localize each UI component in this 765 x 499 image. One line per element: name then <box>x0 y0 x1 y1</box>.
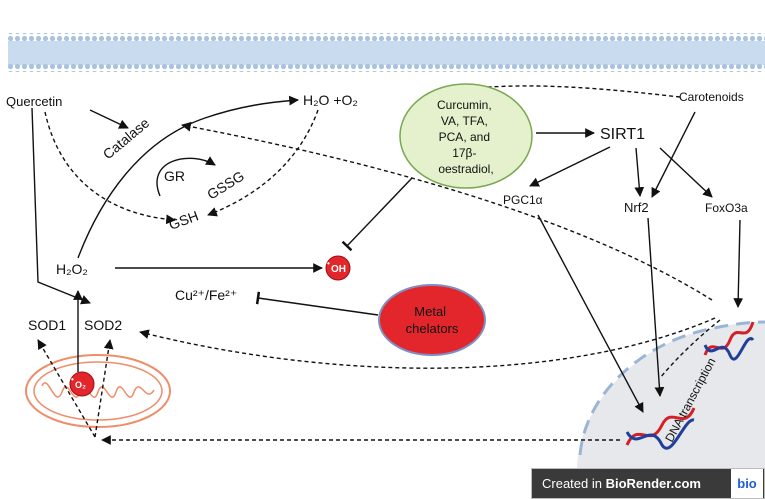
arrow-nrf2-dna <box>647 217 665 397</box>
arrow-gr-gssg <box>156 156 216 197</box>
arrow-quercetin-gsh <box>44 111 176 225</box>
hydroxyl-radical-node: • OH <box>325 255 351 281</box>
badge-brand: BioRender.com <box>605 476 701 491</box>
curcumin-line: PCA, and <box>439 130 490 144</box>
arrow-h2o2-water <box>77 95 299 259</box>
biorender-badge[interactable]: Created in BioRender.com bio <box>531 468 765 499</box>
copper-iron-label: Cu²⁺/Fe²⁺ <box>175 287 237 303</box>
svg-text:• OH: • OH <box>327 258 346 275</box>
arrow-sirt1-pgc1a <box>529 146 611 187</box>
arrow-nucleus-sod2 <box>139 317 716 369</box>
water-label: H₂O +O₂ <box>303 92 358 108</box>
badge-text: Created in BioRender.com <box>532 476 731 491</box>
superoxide-dot: • <box>71 375 74 384</box>
arrow-fan-sod1 <box>37 339 96 438</box>
curcumin-line: 17β- <box>452 146 476 160</box>
carotenoids-label: Carotenoids <box>679 90 744 104</box>
connectors <box>31 85 744 445</box>
inhibit-curcumin-oh <box>341 177 413 252</box>
svg-text:• O₂: • O₂ <box>71 374 86 390</box>
arrow-quercetin-sod2 <box>31 107 91 305</box>
superoxide-label: O₂ <box>75 380 86 390</box>
curcumin-line: Curcumin, <box>437 98 492 112</box>
hydroxyl-dot: • <box>327 259 330 268</box>
gr-label: GR <box>164 168 185 184</box>
nrf2-label: Nrf2 <box>624 200 649 215</box>
metal-chelators-line: Metal <box>414 304 446 319</box>
hydroxyl-label: OH <box>331 264 346 275</box>
superoxide-node: • O₂ <box>69 371 95 397</box>
badge-prefix: Created in <box>542 476 606 491</box>
inhibit-chelators-metals <box>255 291 379 316</box>
metal-chelators-line: chelators <box>406 321 459 336</box>
sirt1-label: SIRT1 <box>600 126 645 143</box>
biorender-logo-icon: bio <box>731 469 763 498</box>
sod1-label: SOD1 <box>28 317 66 333</box>
dna-helix-lower <box>625 407 696 450</box>
pgc1a-label: PGC1α <box>503 193 543 207</box>
gssg-label: GSSG <box>204 168 247 203</box>
curcumin-line: VA, TFA, <box>441 114 488 128</box>
dna-helix-upper <box>703 321 755 361</box>
nucleus <box>577 320 765 468</box>
sod2-label: SOD2 <box>84 317 122 333</box>
arrow-nucleus-catalase <box>181 121 713 301</box>
arrow-foxo3a-dna <box>733 219 744 308</box>
metal-chelators-node: Metal chelators <box>378 284 486 356</box>
h2o2-label: H₂O₂ <box>56 261 88 277</box>
foxo3a-label: FoxO3a <box>705 201 748 215</box>
arrow-sirt1-foxo3a <box>659 147 713 198</box>
arrow-carotenoids-nrf2 <box>651 111 696 198</box>
svg-text:Metal chelators: Metal chelators <box>406 304 459 336</box>
arrow-dna-upper <box>659 319 721 379</box>
arrow-water-gsh <box>207 109 319 217</box>
quercetin-label: Quercetin <box>6 94 62 109</box>
arrow-sirt1-nrf2 <box>634 147 645 197</box>
natural-compounds-node: Curcumin, VA, TFA, PCA, and 17β- oestrad… <box>399 83 533 189</box>
arrow-quercetin-catalase <box>89 109 129 129</box>
gsh-label: GSH <box>167 207 201 232</box>
curcumin-line: oestradiol, <box>438 162 493 176</box>
arrow-fan-sod2 <box>94 339 114 438</box>
arrow-pgc1a-dna <box>537 214 644 413</box>
svg-text:Curcumin, VA, TFA,: Curcumin, VA, TFA, PCA, and 17β- oestrad… <box>437 98 495 176</box>
cell-membrane <box>8 33 765 72</box>
